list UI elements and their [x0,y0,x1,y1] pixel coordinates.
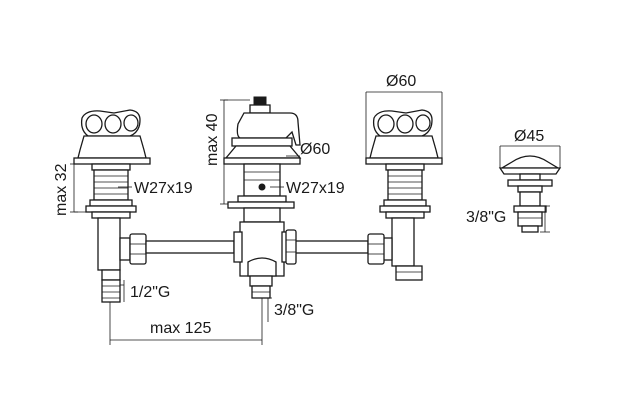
right-rosette-label: Ø60 [386,73,416,90]
side-part [498,155,562,233]
side-part-thread-label: 3/8"G [466,209,506,226]
dimension-lines [70,91,561,345]
left-inlet-label: 1/2"G [130,284,170,301]
left-valve [73,109,151,303]
center-spout [223,96,302,299]
center-spout-height-label: max 40 [204,113,221,166]
center-outlet-label: 3/8"G [274,302,314,319]
left-valve-height-label: max 32 [53,163,70,216]
center-thread-label: W27x19 [286,180,345,197]
side-part-diameter-label: Ø45 [514,128,544,145]
right-valve [365,109,443,281]
center-rosette-label: Ø60 [300,141,330,158]
distance-label: max 125 [150,320,211,337]
left-valve-thread-label: W27x19 [134,180,193,197]
